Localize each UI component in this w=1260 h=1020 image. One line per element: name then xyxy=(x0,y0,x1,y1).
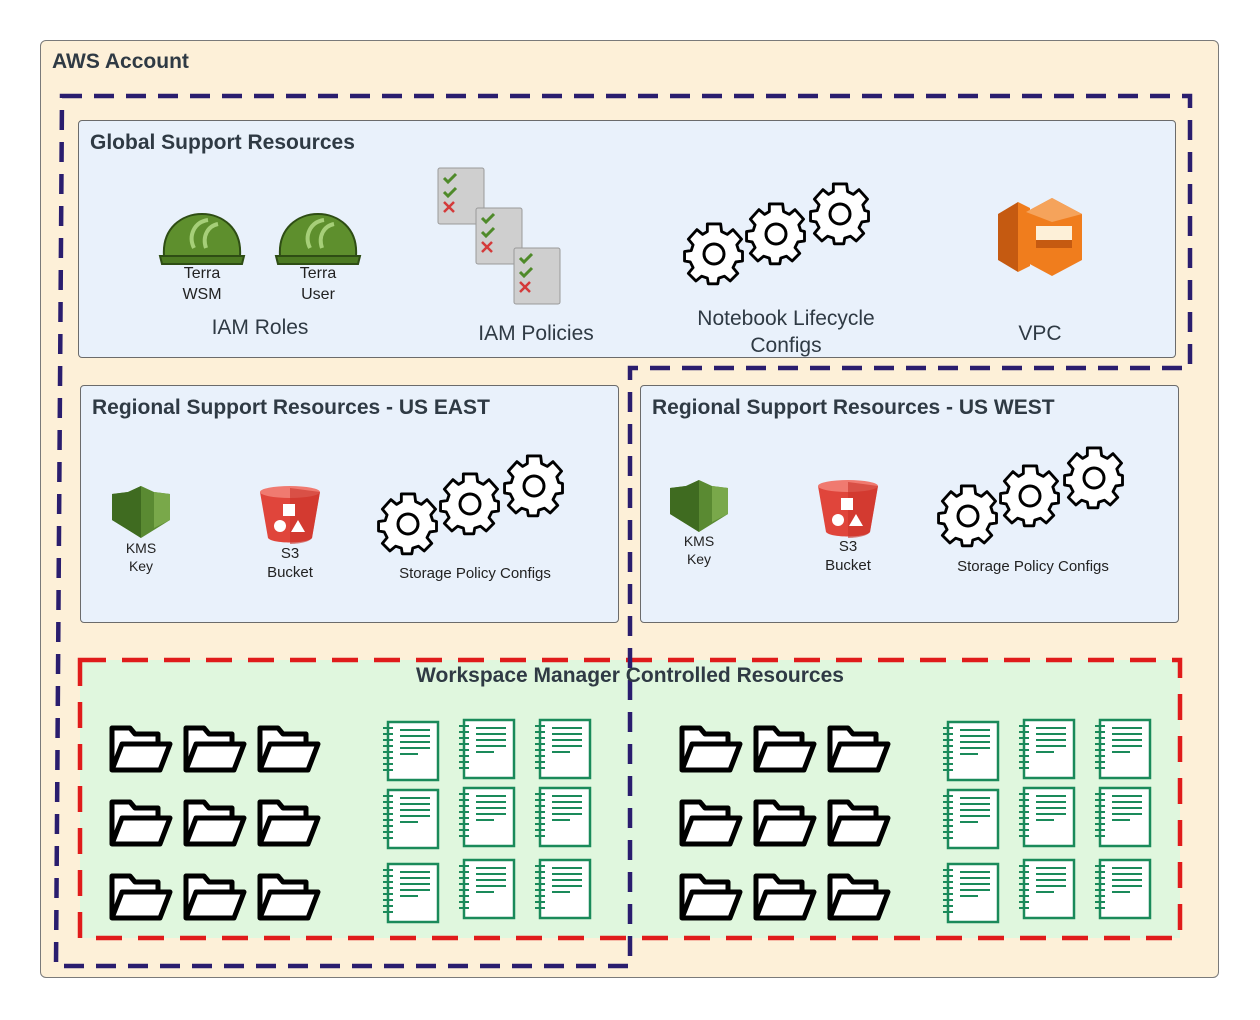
notebook-icon xyxy=(383,720,440,782)
storage-policy-label-west: Storage Policy Configs xyxy=(957,558,1109,575)
kms-icon xyxy=(668,478,730,534)
notebook-icon xyxy=(459,858,516,920)
global-support-panel xyxy=(78,120,1176,358)
folder-icon xyxy=(679,725,743,773)
folder-icon xyxy=(109,873,173,921)
gear-icon xyxy=(937,484,998,548)
storage-policy-label-east: Storage Policy Configs xyxy=(399,565,551,582)
folder-icon xyxy=(183,873,247,921)
us-east-boundary-dash xyxy=(53,93,1193,969)
folder-icon xyxy=(109,799,173,847)
notebook-icon xyxy=(1019,718,1076,780)
folder-grid-east xyxy=(109,725,321,921)
s3-bucket-label-west: S3 Bucket xyxy=(825,538,871,574)
notebook-grid-east xyxy=(383,718,592,924)
folder-icon xyxy=(109,725,173,773)
notebook-icon xyxy=(1095,786,1152,848)
gear-group-storage-west xyxy=(937,446,1124,548)
gear-group-storage-east xyxy=(377,454,564,556)
folder-icon xyxy=(827,799,891,847)
regional-title-us-east: Regional Support Resources - US EAST xyxy=(92,396,490,419)
folder-icon xyxy=(679,799,743,847)
gear-icon xyxy=(999,464,1060,528)
gear-icon xyxy=(503,454,564,518)
folder-icon xyxy=(827,873,891,921)
notebook-grid-west xyxy=(943,718,1152,924)
regional-title-us-west: Regional Support Resources - US WEST xyxy=(652,396,1055,419)
folder-icon xyxy=(827,725,891,773)
notebook-icon xyxy=(1019,786,1076,848)
notebook-icon xyxy=(535,718,592,780)
gear-icon xyxy=(377,492,438,556)
s3-bucket-label-east: S3 Bucket xyxy=(267,545,313,581)
helmet-icon xyxy=(158,208,246,268)
folder-icon xyxy=(753,873,817,921)
folder-icon xyxy=(183,799,247,847)
workspace-boundary-dash xyxy=(77,657,1183,941)
gear-icon xyxy=(809,182,870,246)
gear-icon xyxy=(683,222,744,286)
aws-account-title: AWS Account xyxy=(52,50,189,73)
vpc-label: VPC xyxy=(1018,322,1062,345)
folder-icon xyxy=(257,873,321,921)
iam-policies-label: IAM Policies xyxy=(478,322,594,345)
gear-group-lifecycle xyxy=(683,182,870,286)
kms-icon xyxy=(110,484,172,540)
role-terra-wsm-label: Terra WSM xyxy=(182,265,222,303)
vpc-icon xyxy=(996,196,1084,278)
gear-icon xyxy=(439,472,500,536)
folder-icon xyxy=(753,799,817,847)
workspace-manager-title: Workspace Manager Controlled Resources xyxy=(416,664,844,687)
kms-key-label-east: KMS Key xyxy=(125,540,157,574)
helmet-icon xyxy=(274,208,362,268)
role-terra-user-label: Terra User xyxy=(299,265,337,303)
iam-roles-label: IAM Roles xyxy=(211,316,309,339)
notebook-icon xyxy=(535,858,592,920)
s3-bucket-icon xyxy=(258,484,322,544)
folder-icon xyxy=(753,725,817,773)
notebook-icon xyxy=(943,720,1000,782)
folder-icon xyxy=(679,873,743,921)
kms-key-label-west: KMS Key xyxy=(683,533,715,567)
notebook-icon xyxy=(943,788,1000,850)
folder-grid-west xyxy=(679,725,891,921)
notebook-lifecycle-label: Notebook Lifecycle Configs xyxy=(697,307,875,357)
folder-icon xyxy=(183,725,247,773)
gear-icon xyxy=(745,202,806,266)
notebook-icon xyxy=(1019,858,1076,920)
notebook-icon xyxy=(943,862,1000,924)
notebook-icon xyxy=(383,788,440,850)
s3-bucket-icon xyxy=(816,478,880,538)
notebook-icon xyxy=(1095,858,1152,920)
folder-icon xyxy=(257,799,321,847)
folder-icon xyxy=(257,725,321,773)
notebook-icon xyxy=(459,786,516,848)
notebook-icon xyxy=(459,718,516,780)
notebook-icon xyxy=(535,786,592,848)
checklist-icon xyxy=(432,162,566,310)
notebook-icon xyxy=(383,862,440,924)
global-support-title: Global Support Resources xyxy=(90,131,355,154)
notebook-icon xyxy=(1095,718,1152,780)
gear-icon xyxy=(1063,446,1124,510)
